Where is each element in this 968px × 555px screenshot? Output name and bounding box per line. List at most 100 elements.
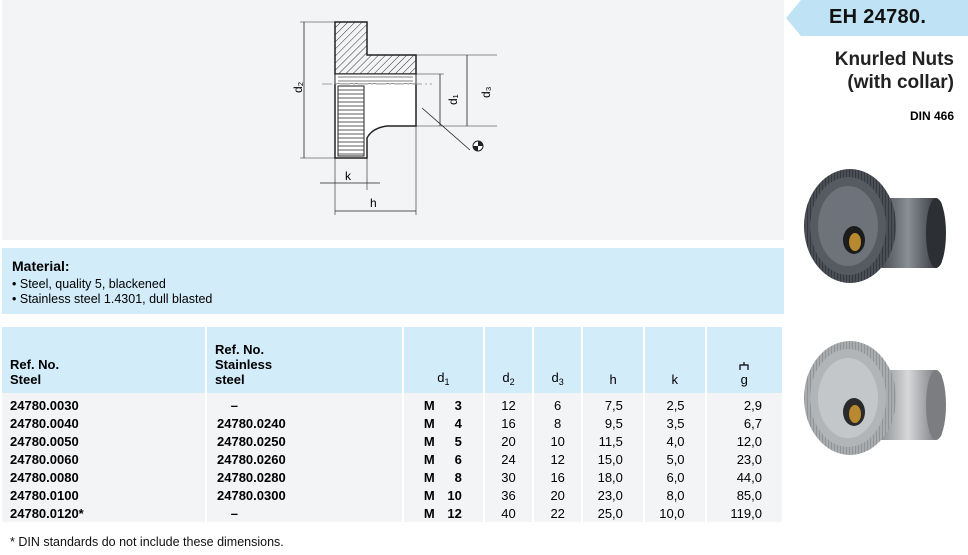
cell-d2: 24: [484, 450, 533, 468]
cell-k: 8,0: [644, 486, 705, 504]
cell-ref-stainless: 24780.0300: [207, 486, 402, 504]
material-list: Steel, quality 5, blackened Stainless st…: [12, 277, 213, 307]
header-sub: 1: [444, 377, 450, 387]
thread-prefix: M: [423, 469, 435, 485]
cell-h: 23,0: [583, 486, 643, 504]
col-header-d1: d1: [403, 327, 483, 393]
thread-prefix: M: [423, 487, 435, 503]
cell-d3: 20: [534, 486, 582, 504]
cell-ref-steel: 24780.0040: [2, 414, 205, 432]
cell-ref-steel: 24780.0030: [2, 393, 205, 414]
product-code: EH 24780.: [829, 6, 927, 28]
thread-size: 10: [447, 487, 462, 503]
header-text: steel: [215, 372, 245, 387]
col-header-weight: g: [706, 327, 782, 393]
stainless-nut-photo: [804, 341, 946, 455]
h-label: h: [370, 196, 377, 210]
thread-prefix: M: [423, 433, 435, 449]
footnote: * DIN standards do not include these dim…: [10, 535, 284, 549]
product-title-line1: Knurled Nuts: [834, 49, 954, 70]
knurled-nut-section-drawing: d₂ d₁ d₃ k h: [291, 21, 497, 215]
cell-weight: 23,0: [706, 450, 782, 468]
header-text: d: [551, 370, 559, 385]
dimensions-table-wrapper: Ref. No. Steel Ref. No. Stainless steel …: [2, 327, 784, 526]
cell-weight: 44,0: [706, 468, 782, 486]
thread-size: 12: [447, 505, 462, 521]
header-text: h: [609, 372, 617, 387]
din-standard: DIN 466: [909, 109, 954, 123]
cell-h: 9,5: [583, 414, 643, 432]
cell-h: 11,5: [583, 432, 643, 450]
header-text: Ref. No.: [10, 357, 60, 372]
thread-size: 3: [454, 397, 462, 413]
col-header-ref-stainless: Ref. No. Stainless steel: [207, 327, 402, 393]
header-text: Stainless: [215, 357, 273, 372]
thread-prefix: M: [423, 397, 435, 413]
cell-ref-stainless: –: [207, 393, 402, 414]
thread-size: 6: [454, 451, 462, 467]
cell-k: 3,5: [644, 414, 705, 432]
cell-ref-steel: 24780.0100: [2, 486, 205, 504]
d2-label: d₂: [291, 81, 305, 93]
cell-d3: 16: [534, 468, 582, 486]
cell-d3: 12: [534, 450, 582, 468]
col-header-h: h: [583, 327, 643, 393]
product-code-tab: EH 24780.: [801, 0, 968, 36]
cell-h: 15,0: [583, 450, 643, 468]
header-text: g: [740, 372, 748, 387]
col-header-d2: d2: [484, 327, 533, 393]
cell-weight: 119,0: [706, 504, 782, 522]
header-text: d: [437, 370, 445, 385]
dimensions-table: Ref. No. Steel Ref. No. Stainless steel …: [0, 327, 784, 522]
table-header-row: Ref. No. Steel Ref. No. Stainless steel …: [2, 327, 782, 393]
material-item: Stainless steel 1.4301, dull blasted: [12, 292, 213, 307]
material-item: Steel, quality 5, blackened: [12, 277, 212, 292]
cell-k: 6,0: [644, 468, 705, 486]
header-text: d: [502, 370, 510, 385]
header-text: Steel: [10, 372, 42, 387]
code-tab-arrow: [786, 0, 801, 36]
cell-d2: 12: [484, 393, 533, 414]
header-sub: 3: [558, 377, 564, 387]
product-sidebar: EH 24780. Knurled Nuts (with collar) DIN…: [786, 0, 968, 555]
col-header-k: k: [644, 327, 705, 393]
cell-ref-steel: 24780.0080: [2, 468, 205, 486]
cell-weight: 6,7: [706, 414, 782, 432]
d1-label: d₁: [446, 94, 460, 105]
cell-k: 4,0: [644, 432, 705, 450]
product-title: Knurled Nuts (with collar): [835, 48, 954, 94]
cell-d3: 8: [534, 414, 582, 432]
cell-k: 2,5: [644, 393, 705, 414]
technical-drawing: d₂ d₁ d₃ k h: [2, 0, 784, 240]
k-label: k: [345, 169, 352, 183]
header-text: k: [671, 372, 678, 387]
cell-d3: 10: [534, 432, 582, 450]
cell-ref-steel: 24780.0060: [2, 450, 205, 468]
cell-thread: M 10: [403, 486, 483, 504]
cell-h: 25,0: [583, 504, 643, 522]
cell-d2: 30: [484, 468, 533, 486]
thread-size: 4: [454, 415, 462, 431]
header-text: Ref. No.: [215, 342, 265, 357]
cell-h: 7,5: [583, 393, 643, 414]
thread-size: 5: [454, 433, 462, 449]
thread-prefix: M: [423, 415, 435, 431]
cell-ref-stainless: 24780.0240: [207, 414, 402, 432]
cell-d2: 36: [484, 486, 533, 504]
weight-icon: [739, 362, 749, 370]
col-header-ref-steel: Ref. No. Steel: [2, 327, 205, 393]
d3-label: d₃: [479, 86, 493, 98]
cell-ref-steel: 24780.0050: [2, 432, 205, 450]
black-nut-photo: [804, 169, 946, 283]
